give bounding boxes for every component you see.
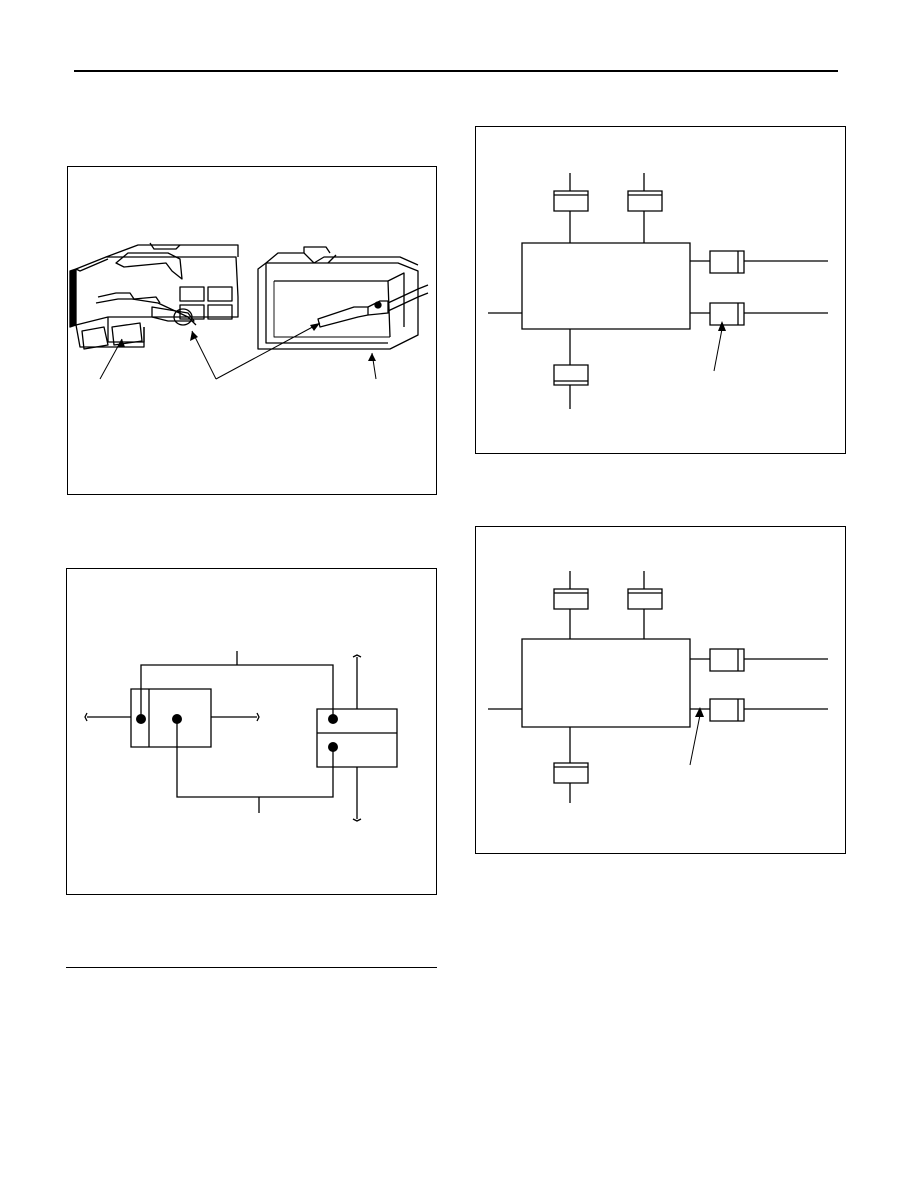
control-unit-figure-a	[475, 126, 846, 454]
block-diagram-a	[476, 127, 847, 455]
connector-wiring-figure	[66, 568, 437, 895]
header-rule	[74, 70, 838, 72]
connector-illustration-figure	[67, 166, 437, 495]
footer-rule	[66, 967, 437, 968]
control-unit-figure-b	[475, 526, 846, 854]
block-diagram-b	[476, 527, 847, 855]
connector-pin-diagram	[67, 569, 438, 896]
connector-housing-drawing	[68, 167, 438, 496]
